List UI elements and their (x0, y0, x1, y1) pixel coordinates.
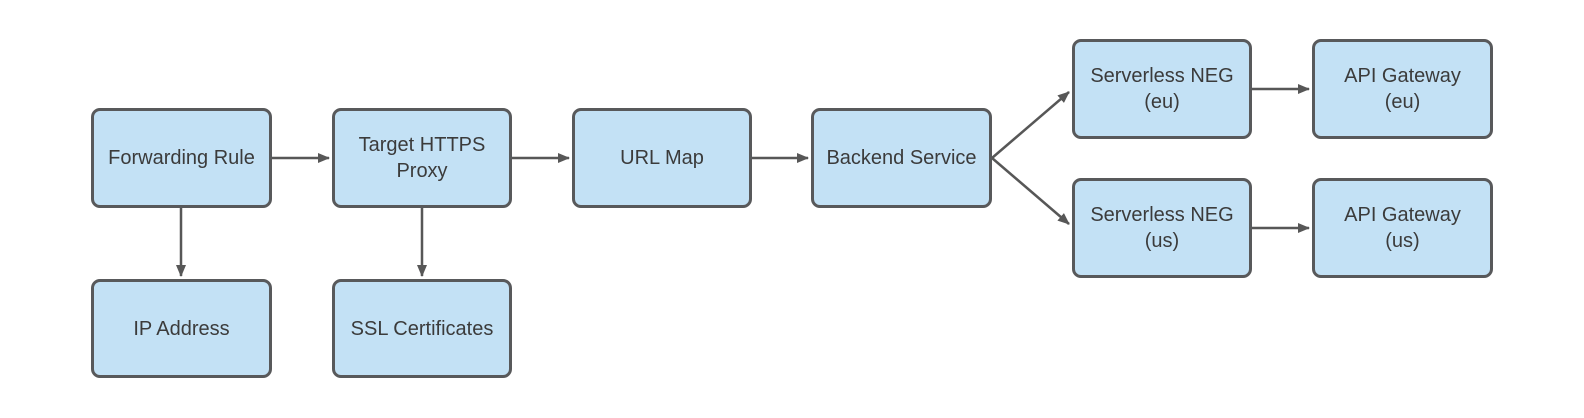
node-label: Serverless NEG (1090, 65, 1234, 87)
node-serverless-neg-us: Serverless NEG (us) (1072, 178, 1252, 278)
node-label: Target HTTPS (358, 134, 486, 156)
node-label: (eu) (1144, 91, 1180, 113)
node-label: Serverless NEG (1090, 204, 1234, 226)
node-label: API Gateway (1344, 204, 1461, 226)
node-label: Forwarding Rule (108, 147, 255, 169)
edge-backend-service-to-serverless-neg-eu (991, 91, 1070, 159)
node-label: (us) (1144, 230, 1180, 252)
node-target-https-proxy: Target HTTPS Proxy (332, 108, 512, 208)
edge-backend-service-to-serverless-neg-us (991, 157, 1070, 225)
node-label: IP Address (133, 317, 230, 340)
node-label: URL Map (620, 147, 704, 169)
node-label: Backend Service (826, 147, 977, 169)
node-label: (eu) (1384, 91, 1421, 113)
node-label: SSL Certificates (350, 317, 494, 340)
node-label: API Gateway (1344, 65, 1461, 87)
node-backend-service: Backend Service (811, 108, 992, 208)
node-api-gateway-eu: API Gateway (eu) (1312, 39, 1493, 139)
node-ssl-certificates: SSL Certificates (332, 279, 512, 378)
node-api-gateway-us: API Gateway (us) (1312, 178, 1493, 278)
node-label: (us) (1385, 230, 1420, 252)
node-url-map: URL Map (572, 108, 752, 208)
node-label: Proxy (396, 160, 448, 182)
node-serverless-neg-eu: Serverless NEG (eu) (1072, 39, 1252, 139)
node-forwarding-rule: Forwarding Rule (91, 108, 272, 208)
node-ip-address: IP Address (91, 279, 272, 378)
